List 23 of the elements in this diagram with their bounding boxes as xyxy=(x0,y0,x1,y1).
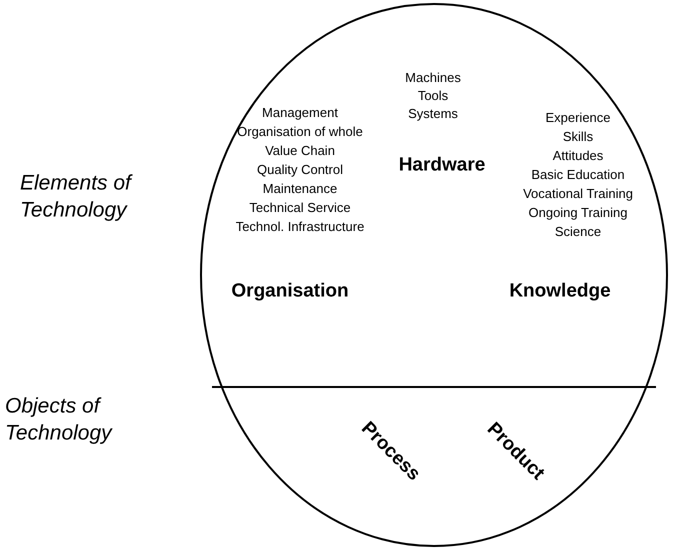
list-item: Systems xyxy=(408,106,458,122)
category-heading: Hardware xyxy=(398,156,486,176)
list-item: Value Chain xyxy=(265,144,335,158)
list-item: Technol. Infrastructure xyxy=(236,220,364,234)
list-item: Ongoing Training xyxy=(528,206,628,220)
list-item: Quality Control xyxy=(257,162,343,178)
list-item: Maintenance xyxy=(262,182,338,196)
list-item: Skills xyxy=(562,130,594,144)
row-label: Elements of Technology xyxy=(20,170,134,224)
list-item: Technical Service xyxy=(249,200,351,216)
category-heading: Knowledge xyxy=(509,282,611,302)
row-label: Objects of Technology xyxy=(5,394,114,447)
list-item: Management xyxy=(262,106,338,120)
list-item: Attitudes xyxy=(552,148,604,164)
list-item: Science xyxy=(554,224,602,240)
list-item: Vocational Training xyxy=(523,186,633,202)
list-item: Basic Education xyxy=(531,168,625,182)
list-item: Machines xyxy=(405,70,461,86)
list-item: Experience xyxy=(545,110,611,126)
list-item: Tools xyxy=(418,88,448,104)
category-heading: Organisation xyxy=(231,282,349,302)
circle-outline xyxy=(200,3,668,547)
list-item: Organisation of whole xyxy=(237,124,363,140)
